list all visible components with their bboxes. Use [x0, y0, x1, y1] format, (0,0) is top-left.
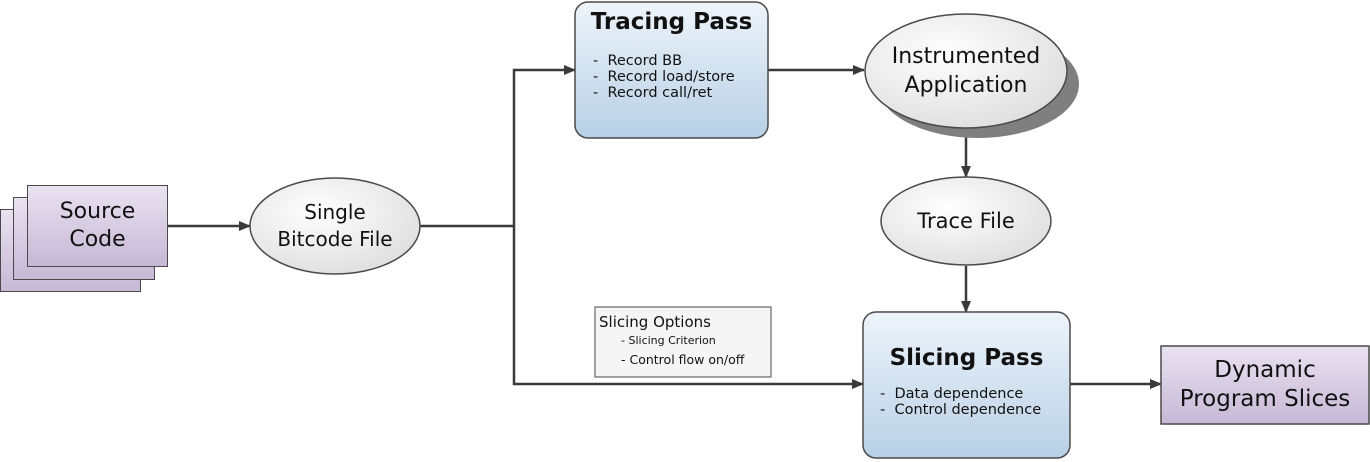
dynamic-slices-label: Dynamic Program Slices [1161, 346, 1369, 424]
single-bitcode-ellipse [249, 177, 421, 275]
tracing-pass-title: Tracing Pass [590, 9, 753, 35]
slicing-options-content: Slicing Options Slicing Criterion Contro… [599, 313, 769, 369]
source-code-line-2: Code [69, 227, 126, 252]
slicing-pass-box [862, 311, 1071, 459]
trace-file-ellipse [880, 176, 1052, 266]
slicing-options-list: Slicing Criterion Control flow on/off [599, 331, 769, 369]
instrumented-app-ellipse [864, 13, 1068, 129]
trace-file-label: Trace File [881, 177, 1051, 265]
tracing-pass-item: Record BB [593, 53, 768, 69]
slicing-options-item: Control flow on/off [621, 350, 769, 369]
instrumented-app-line-2: Application [904, 73, 1028, 98]
slicing-options-title: Slicing Options [599, 313, 711, 331]
dynamic-slices-line-1: Dynamic [1214, 357, 1316, 383]
source-code-sheet-front [27, 185, 168, 267]
slicing-pass-list: Data dependence Control dependence [863, 386, 1070, 418]
slicing-pass-content: Slicing Pass Data dependence Control dep… [863, 344, 1070, 418]
edge-split-to-slicing [512, 226, 864, 389]
slicing-pass-item: Data dependence [880, 386, 1070, 402]
dynamic-slices-line-2: Program Slices [1179, 386, 1351, 412]
instrumented-app-line-1: Instrumented [891, 44, 1041, 69]
edge-split-to-tracing [512, 65, 576, 226]
dynamic-slices-box [1160, 345, 1370, 425]
slicing-pass-item: Control dependence [880, 402, 1070, 418]
instrumented-app-label: Instrumented Application [865, 14, 1067, 128]
slicing-pass-title: Slicing Pass [889, 345, 1044, 371]
tracing-pass-item: Record load/store [593, 69, 768, 85]
source-code-line-1: Source [59, 199, 136, 224]
single-bitcode-line-2: Bitcode File [277, 227, 393, 251]
single-bitcode-line-1: Single [304, 200, 366, 224]
slicing-options-item: Slicing Criterion [621, 331, 769, 350]
trace-file-text: Trace File [917, 208, 1015, 233]
tracing-pass-item: Record call/ret [593, 85, 768, 101]
tracing-pass-content: Tracing Pass Record BB Record load/store… [575, 8, 768, 101]
single-bitcode-label: Single Bitcode File [250, 178, 420, 274]
source-code-label: Source Code [27, 185, 168, 267]
tracing-pass-list: Record BB Record load/store Record call/… [575, 53, 768, 101]
